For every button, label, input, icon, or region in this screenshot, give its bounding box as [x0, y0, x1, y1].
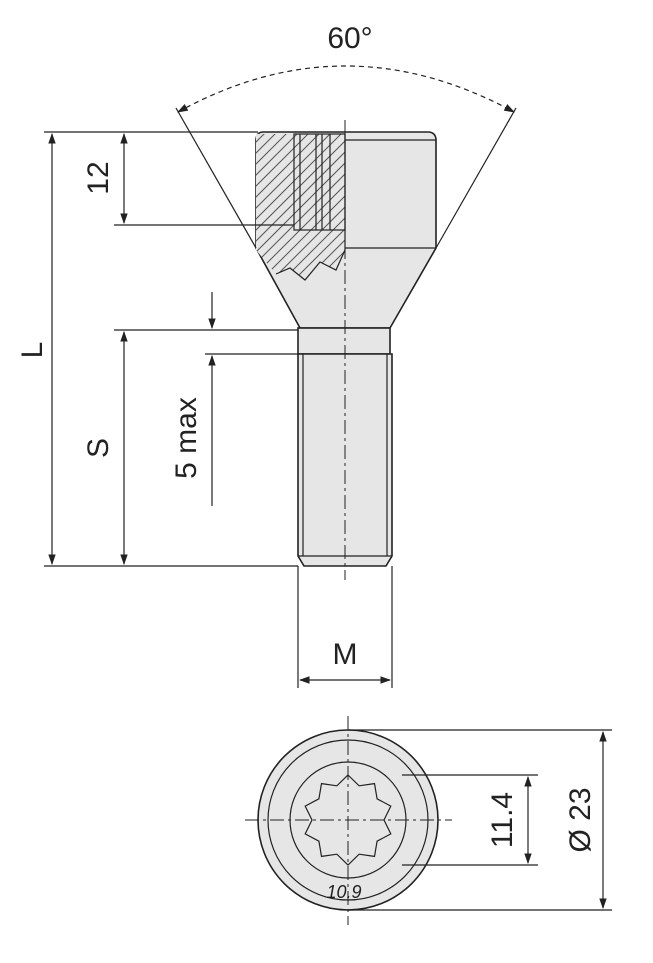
- hatch-line: [271, 134, 345, 280]
- hatch-line: [256, 134, 258, 280]
- thread-diameter-dimension: M: [297, 566, 393, 688]
- hatch-line: [256, 134, 345, 280]
- hatch-line: [256, 134, 313, 280]
- thread-diameter-label: M: [333, 638, 358, 671]
- hatch-line: [256, 134, 345, 280]
- hatch-line: [256, 134, 345, 280]
- unthreaded-max-dimension: 5 max: [170, 292, 298, 506]
- hatch-line: [260, 134, 345, 280]
- head-diameter-label: Ø 23: [564, 787, 597, 852]
- hatch-line: [256, 134, 345, 280]
- unthreaded-max-label: 5 max: [170, 397, 203, 479]
- hatch-line: [256, 134, 269, 280]
- thread-length-label: S: [82, 438, 115, 458]
- head-height-label: 12: [82, 161, 115, 194]
- length-dimension: L: [16, 131, 298, 567]
- hatch-line: [315, 134, 345, 280]
- hatch-line: [293, 134, 345, 280]
- hatch-line: [256, 134, 291, 280]
- head-height-dimension: 12: [82, 131, 294, 226]
- bolt-shank: [297, 353, 393, 567]
- drive-size-dimension: 11.4: [402, 774, 538, 866]
- hatch-line: [448, 130, 598, 280]
- hatch-line: [256, 134, 345, 280]
- grade-mark: 10.9: [326, 882, 361, 902]
- drive-size-label: 11.4: [486, 792, 519, 848]
- hatch-line: [256, 134, 302, 280]
- hatch-line: [426, 130, 576, 280]
- hatch-line: [256, 134, 345, 280]
- hatch-line: [256, 134, 335, 280]
- head-diameter-dimension: Ø 23: [348, 729, 612, 911]
- drive-star: [304, 774, 392, 866]
- thread-length-dimension: S: [82, 329, 298, 566]
- hatch-line: [96, 130, 246, 280]
- hatch-line: [437, 130, 587, 280]
- angle-label: 60°: [327, 22, 372, 55]
- side-view: [96, 120, 598, 580]
- hatch-line: [304, 134, 345, 280]
- hatch-line: [282, 134, 345, 280]
- hatch-line: [256, 134, 324, 280]
- length-label: L: [16, 342, 49, 359]
- bolt-collar: [297, 327, 391, 355]
- top-view: 10.9: [245, 716, 452, 925]
